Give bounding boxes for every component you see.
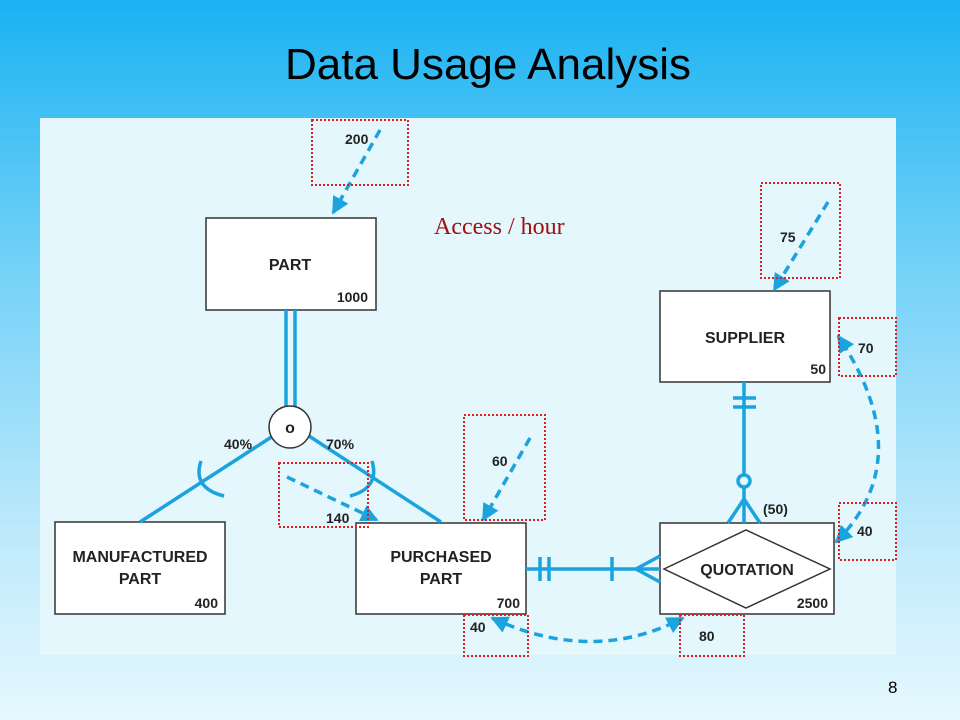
access-count-supplier-70: 70 [858, 340, 874, 356]
access-count-purchased-60: 60 [492, 453, 508, 469]
arrow-part-access [331, 129, 382, 215]
entity-supplier: SUPPLIER 50 [659, 290, 831, 383]
entity-manufactured-part: MANUFACTURED PART 400 [54, 521, 226, 615]
manufactured-subset-arc [197, 460, 225, 498]
highlight-part-access [311, 119, 409, 186]
svg-text:PART: PART [420, 571, 463, 588]
highlight-purchased-60 [463, 414, 546, 521]
arrow-supplier-access [772, 201, 830, 292]
svg-text:2500: 2500 [797, 595, 828, 611]
entity-purchased-part: PURCHASED PART 700 [355, 522, 527, 615]
arrow-purchased-quotation [490, 616, 685, 644]
access-count-purchased-40: 40 [470, 619, 486, 635]
highlight-supplier-70 [838, 317, 897, 377]
svg-text:50: 50 [810, 361, 826, 377]
supplier-quotation-relationship [726, 382, 762, 524]
quotation-cardinality: (50) [763, 501, 788, 517]
highlight-boxes [278, 119, 897, 657]
access-count-supplier: 75 [780, 229, 796, 245]
highlight-purchased-140 [278, 462, 369, 528]
access-count-purchased-140: 140 [326, 510, 350, 526]
associative-diamond [662, 529, 832, 609]
manufactured-percentage: 40% [224, 436, 253, 452]
svg-text:700: 700 [497, 595, 521, 611]
highlight-supplier-access [760, 182, 841, 279]
arrow-part-to-purchased [286, 475, 379, 522]
slide-title: Data Usage Analysis [285, 40, 691, 89]
access-count-quotation-40: 40 [857, 523, 873, 539]
svg-text:PART: PART [119, 571, 162, 588]
svg-text:1000: 1000 [337, 289, 368, 305]
svg-text:400: 400 [195, 595, 219, 611]
arrow-supplier-quotation [834, 334, 881, 544]
svg-text:SUPPLIER: SUPPLIER [705, 330, 785, 347]
entity-part: PART 1000 [205, 217, 377, 311]
highlight-quotation-40 [838, 502, 897, 561]
disjoint-circle: o [268, 405, 312, 449]
highlight-quotation-80 [679, 614, 745, 657]
access-per-hour-annotation: Access / hour [434, 214, 565, 240]
arrow-purchased-access [481, 437, 532, 522]
subtype-connectors [139, 310, 442, 524]
access-count-part: 200 [345, 131, 369, 147]
svg-text:PART: PART [269, 257, 312, 274]
svg-text:PURCHASED: PURCHASED [390, 549, 491, 566]
access-arrows [286, 129, 881, 644]
purchased-quotation-relationship [526, 554, 661, 584]
svg-text:o: o [285, 420, 295, 437]
purchased-subset-arc [349, 460, 376, 498]
access-count-quotation-80: 80 [699, 628, 715, 644]
entity-quotation: QUOTATION 2500 [659, 522, 835, 615]
svg-text:QUOTATION: QUOTATION [700, 562, 794, 579]
purchased-percentage: 70% [326, 436, 355, 452]
page-number: 8 [888, 678, 898, 697]
highlight-purchased-40 [463, 614, 529, 657]
svg-text:MANUFACTURED: MANUFACTURED [72, 549, 207, 566]
